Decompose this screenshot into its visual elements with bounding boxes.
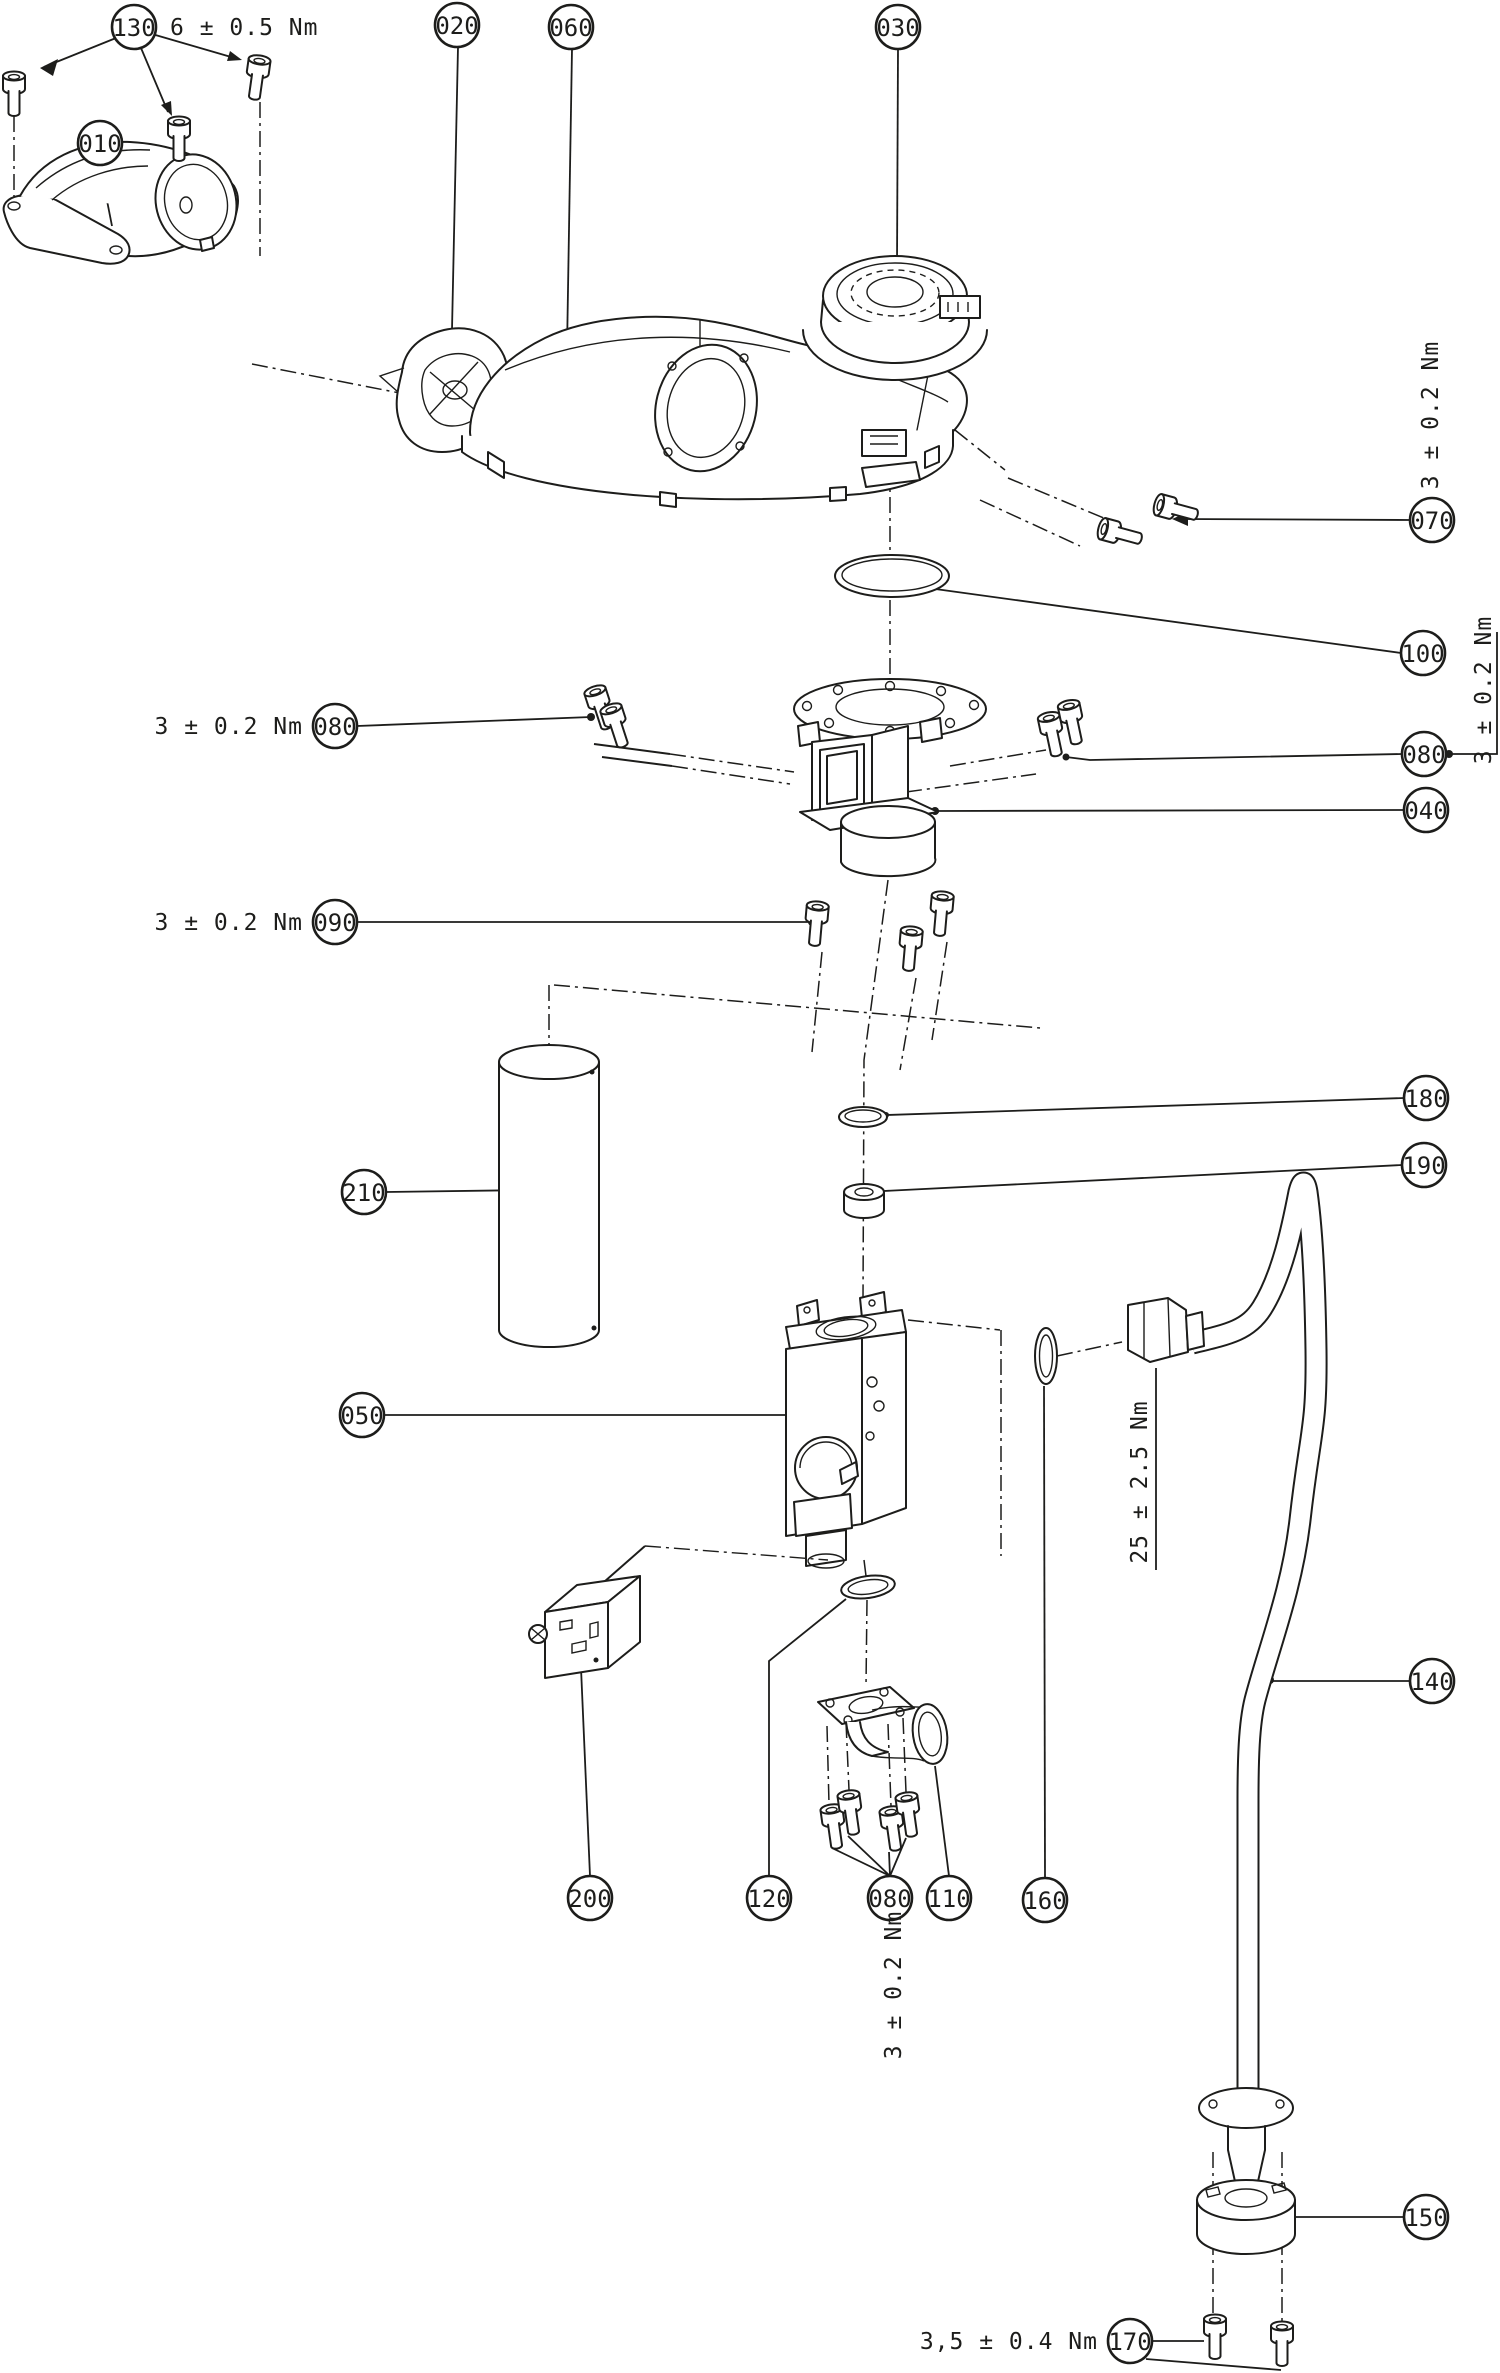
- callout-160: 160: [1021, 1876, 1069, 1924]
- leader-lines: [40, 33, 1498, 2371]
- callout-circle-090: [311, 898, 359, 946]
- callout-180: 180: [1402, 1074, 1450, 1122]
- part-210-silencer: [498, 1044, 600, 1348]
- part-110-elbow-flange: [817, 1686, 949, 1765]
- callout-number-080-bottom: 080: [868, 1885, 911, 1913]
- callout-060: 060: [547, 3, 595, 51]
- callout-020: 020: [433, 1, 481, 49]
- callout-circle-080-right: [1400, 730, 1448, 778]
- callout-number-210: 210: [342, 1179, 385, 1207]
- part-160-o-ring: [1034, 1327, 1058, 1385]
- callout-number-070: 070: [1410, 507, 1453, 535]
- callout-190: 190: [1400, 1141, 1448, 1189]
- callout-circle-180: [1402, 1074, 1450, 1122]
- callout-100: 100: [1399, 629, 1447, 677]
- part-170-screws: [1203, 2313, 1294, 2367]
- callout-number-060: 060: [549, 14, 592, 42]
- callout-number-080-right: 080: [1402, 741, 1445, 769]
- callout-number-190: 190: [1402, 1152, 1445, 1180]
- callout-170: 170: [1106, 2317, 1154, 2365]
- callout-150: 150: [1402, 2193, 1450, 2241]
- callout-080-bottom: 080: [866, 1874, 914, 1922]
- callout-circle-080-bottom: [866, 1874, 914, 1922]
- torque-note-t-080-left: 3 ± 0.2 Nm: [155, 714, 303, 740]
- callout-number-170: 170: [1108, 2328, 1151, 2356]
- callout-130: 130: [110, 3, 158, 51]
- callout-090: 090: [311, 898, 359, 946]
- callout-circle-030: [874, 3, 922, 51]
- callout-number-150: 150: [1404, 2204, 1447, 2232]
- torque-note-t-080-right: 3 ± 0.2 Nm: [1471, 616, 1497, 764]
- part-080-screws-right: [1035, 697, 1089, 760]
- callout-circle-130: [110, 3, 158, 51]
- callout-number-130: 130: [112, 14, 155, 42]
- callout-circle-200: [566, 1874, 614, 1922]
- callout-circle-190: [1400, 1141, 1448, 1189]
- callout-number-160: 160: [1023, 1887, 1066, 1915]
- part-090-screws: [802, 889, 956, 973]
- callout-circle-010: [76, 119, 124, 167]
- callout-circle-120: [745, 1874, 793, 1922]
- part-080-screws-bottom: [818, 1787, 924, 1854]
- callout-circle-050: [338, 1391, 386, 1439]
- part-190-grommet: [843, 1183, 885, 1219]
- callout-010: 010: [76, 119, 124, 167]
- callout-circle-060: [547, 3, 595, 51]
- callout-circle-070: [1408, 496, 1456, 544]
- callout-110: 110: [925, 1874, 973, 1922]
- torque-note-t-140: 25 ± 2.5 Nm: [1127, 1400, 1153, 1563]
- part-200-transformer-box: [528, 1575, 641, 1679]
- part-120-o-ring: [840, 1574, 896, 1600]
- callout-number-010: 010: [78, 130, 121, 158]
- callout-050: 050: [338, 1391, 386, 1439]
- callout-circle-100: [1399, 629, 1447, 677]
- callout-number-030: 030: [876, 14, 919, 42]
- part-010-exhaust-elbow: [2, 140, 239, 265]
- callout-number-050: 050: [340, 1402, 383, 1430]
- callout-circle-040: [1402, 786, 1450, 834]
- callout-number-080-left: 080: [313, 713, 356, 741]
- torque-note-t-070: 3 ± 0.2 Nm: [1418, 341, 1444, 489]
- callout-210: 210: [340, 1168, 388, 1216]
- callout-circle-020: [433, 1, 481, 49]
- part-050-gas-valve: [603, 1291, 907, 1583]
- callout-circle-150: [1402, 2193, 1450, 2241]
- callout-number-040: 040: [1404, 797, 1447, 825]
- callout-circle-080-left: [311, 702, 359, 750]
- callout-200: 200: [566, 1874, 614, 1922]
- callout-number-120: 120: [747, 1885, 790, 1913]
- annotation-layer: 130 020 060 030 010 070 100 080 040 080 090 210 180 1…: [76, 1, 1497, 2365]
- callout-070: 070: [1408, 496, 1456, 544]
- callout-circle-160: [1021, 1876, 1069, 1924]
- callout-number-140: 140: [1410, 1668, 1453, 1696]
- callout-number-020: 020: [435, 12, 478, 40]
- part-150-collar: [1196, 2179, 1296, 2255]
- part-140-gas-pipe: [1127, 1171, 1328, 2090]
- callout-number-200: 200: [568, 1885, 611, 1913]
- part-030-fan-assembly: [461, 255, 988, 508]
- part-100-o-ring: [834, 554, 950, 598]
- callout-circle-170: [1106, 2317, 1154, 2365]
- torque-note-t-130: 6 ± 0.5 Nm: [170, 15, 318, 41]
- callout-030: 030: [874, 3, 922, 51]
- torque-note-t-080-bottom: 3 ± 0.2 Nm: [881, 1911, 907, 2059]
- torque-note-t-170: 3,5 ± 0.4 Nm: [920, 2329, 1098, 2355]
- callout-number-110: 110: [927, 1885, 970, 1913]
- callout-circle-210: [340, 1168, 388, 1216]
- callout-080-right: 080: [1400, 730, 1448, 778]
- callout-number-090: 090: [313, 909, 356, 937]
- torque-note-t-090: 3 ± 0.2 Nm: [155, 910, 303, 936]
- callout-circle-110: [925, 1874, 973, 1922]
- callout-140: 140: [1408, 1657, 1456, 1705]
- part-040-venturi: [793, 678, 987, 878]
- callout-circle-140: [1408, 1657, 1456, 1705]
- callout-080-left: 080: [311, 702, 359, 750]
- callout-040: 040: [1402, 786, 1450, 834]
- callout-number-180: 180: [1404, 1085, 1447, 1113]
- callout-120: 120: [745, 1874, 793, 1922]
- callout-number-100: 100: [1401, 640, 1444, 668]
- part-180-o-ring: [838, 1106, 888, 1128]
